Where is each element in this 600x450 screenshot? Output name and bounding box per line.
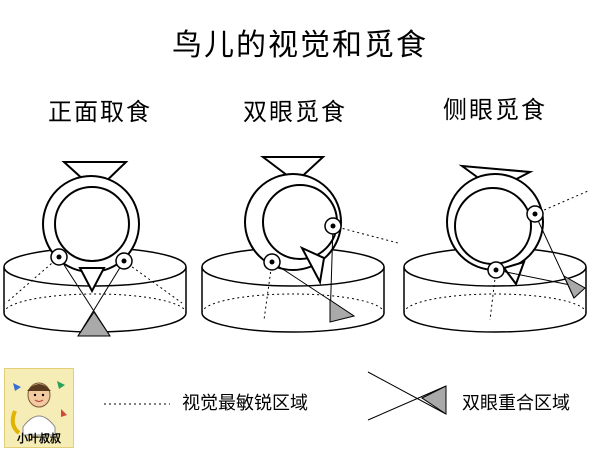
legend xyxy=(104,371,447,421)
eye-bottom xyxy=(487,261,505,279)
panel-lateral xyxy=(403,164,589,333)
panel-frontal xyxy=(3,161,187,337)
eye-right xyxy=(324,217,342,235)
legend-label-overlap: 双眼重合区域 xyxy=(462,393,570,414)
panel-label-frontal: 正面取食 xyxy=(48,98,152,126)
eye-left xyxy=(263,253,281,271)
binocular-overlap-triangle xyxy=(562,274,586,299)
bird-head xyxy=(446,164,544,287)
legend-label-sharpest-field: 视觉最敏锐区域 xyxy=(182,393,308,414)
bird-head xyxy=(42,161,140,294)
logo-text: 小叶叔叔 xyxy=(17,432,61,445)
eye-right xyxy=(115,252,133,270)
cartoon-person-with-birds-icon xyxy=(10,381,67,436)
panel-binocular xyxy=(201,156,399,333)
page-title: 鸟儿的视觉和觅食 xyxy=(172,28,428,63)
eye-top xyxy=(526,205,544,223)
eye-left xyxy=(50,248,68,266)
logo: 小叶叔叔 xyxy=(4,368,74,448)
binocular-overlap-triangle xyxy=(77,311,111,337)
panel-label-lateral: 侧眼觅食 xyxy=(443,96,547,124)
bird-head xyxy=(244,156,342,286)
binocular-overlap-triangle xyxy=(329,299,356,323)
panel-label-binocular: 双眼觅食 xyxy=(243,98,347,126)
legend-overlap-symbol xyxy=(367,371,447,421)
